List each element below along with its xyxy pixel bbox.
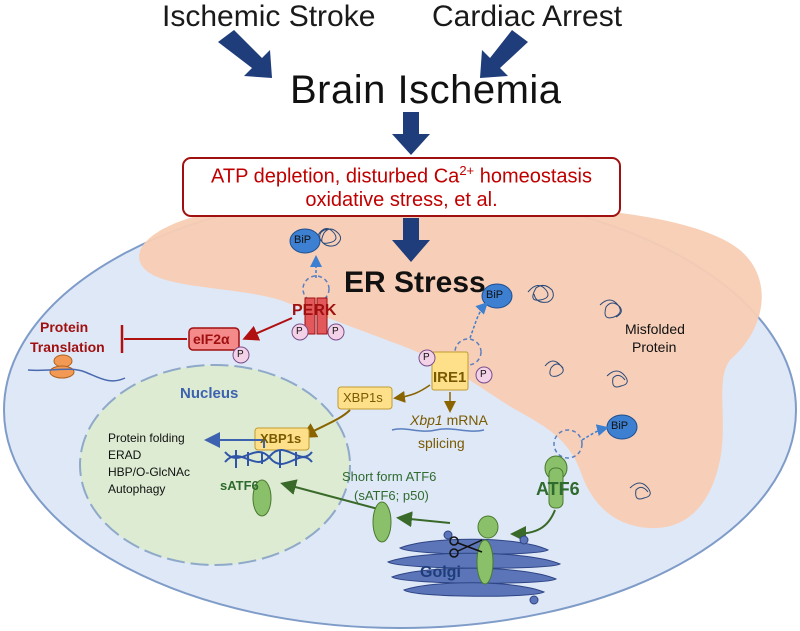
arrow-atf6-to-bip xyxy=(581,424,609,441)
arrow-ischemia-to-stress xyxy=(392,112,430,155)
er-stress-label: ER Stress xyxy=(344,266,486,299)
stress-line1-suffix: homeostasis xyxy=(474,165,592,188)
ribosome-top xyxy=(53,354,73,368)
ire1-label: IRE1 xyxy=(433,369,467,386)
atf6-label: ATF6 xyxy=(536,479,580,499)
ire1-p-left: P xyxy=(423,352,430,363)
misfolded-protein-icons xyxy=(317,228,651,500)
golgi-label: Golgi xyxy=(420,564,461,581)
target-autophagy: Autophagy xyxy=(108,482,166,496)
stress-line1-prefix: ATP depletion, disturbed Ca xyxy=(211,165,460,188)
mrna-strand xyxy=(27,368,126,382)
ire1-receptor xyxy=(431,351,469,391)
satf6-cytosol xyxy=(372,501,392,543)
bip-ire1 xyxy=(481,283,513,309)
bip-atf6-label: BiP xyxy=(611,420,629,432)
perk-label: PERK xyxy=(292,302,337,319)
main-title: Brain Ischemia xyxy=(290,68,562,112)
ire1-phospho-right xyxy=(475,366,493,384)
splicing-label: splicing xyxy=(418,435,465,451)
nucleus xyxy=(79,364,351,566)
stress-line1-sup: 2+ xyxy=(459,163,475,178)
eif2a-p: P xyxy=(237,349,244,360)
stress-box-line2: oxidative stress, et al. xyxy=(305,189,498,211)
arrow-ire1-to-bip xyxy=(469,301,489,339)
satf6-nuclear-label: sATF6 xyxy=(220,478,259,493)
perk-phospho-left xyxy=(291,323,309,341)
xbp1s-outer-box xyxy=(337,386,393,410)
atf6-receptor-body xyxy=(548,467,564,509)
misfolded-line2: Protein xyxy=(632,339,677,355)
ribosome-bottom xyxy=(49,365,75,379)
perk-dashed-circle xyxy=(302,275,330,303)
dna-helix xyxy=(224,449,313,468)
arrow-arrest-to-ischemia xyxy=(480,30,528,78)
short-form-line2: (sATF6; p50) xyxy=(354,488,429,503)
perk-phospho-right xyxy=(327,323,345,341)
short-form-line1: Short form ATF6 xyxy=(342,469,437,484)
arrow-satf6-into-nucleus xyxy=(280,479,379,510)
misfolded-line1: Misfolded xyxy=(625,321,685,337)
arrow-golgi-to-satf6 xyxy=(396,511,451,528)
arrow-ire1-to-xbp1s xyxy=(393,384,431,403)
perk-p-left: P xyxy=(296,326,303,337)
target-hbp: HBP/O-GlcNAc xyxy=(108,465,191,479)
atf6-dashed-circle xyxy=(553,429,583,459)
arrow-stroke-to-ischemia xyxy=(218,30,272,78)
eif2a-label: eIF2α xyxy=(193,331,230,347)
xbp1-italic: Xbp1 xyxy=(410,412,443,428)
ire1-phospho-left xyxy=(418,349,436,367)
protein-translation-line2: Translation xyxy=(30,339,105,355)
bip-perk xyxy=(289,228,321,254)
xbp1s-outer-label: XBP1s xyxy=(343,390,383,405)
cause-cardiac-arrest: Cardiac Arrest xyxy=(432,0,623,33)
atf6-golgi-body xyxy=(476,539,494,585)
xbp1s-nuclear-label: XBP1s xyxy=(260,431,302,446)
cause-ischemic-stroke: Ischemic Stroke xyxy=(162,0,376,33)
atf6-golgi-top xyxy=(477,515,499,539)
eif2a-box xyxy=(188,327,240,351)
ire1-p-right: P xyxy=(480,369,487,380)
protein-translation-line1: Protein xyxy=(40,319,89,335)
eif2a-phospho xyxy=(232,346,250,364)
arrow-perk-to-eif2a xyxy=(242,317,293,341)
arrow-stress-to-er xyxy=(392,218,430,262)
ire1-dashed-circle xyxy=(454,338,482,366)
arrow-xbp1s-to-targets xyxy=(204,432,265,448)
target-erad: ERAD xyxy=(108,448,142,462)
satf6-nuclear xyxy=(252,479,272,517)
xbp1-mrna-text: mRNA xyxy=(442,412,488,428)
nucleus-label: Nucleus xyxy=(180,385,239,402)
stress-factors-box xyxy=(182,157,621,217)
stress-box-line1: ATP depletion, disturbed Ca2+ homeostasi… xyxy=(183,164,620,187)
perk-p-right: P xyxy=(332,326,339,337)
bip-ire1-label: BiP xyxy=(486,289,504,301)
scissors-icon xyxy=(449,536,483,558)
arrow-atf6-to-golgi xyxy=(510,509,556,542)
perk-receptor-right xyxy=(316,297,328,335)
perk-receptor-left xyxy=(304,297,316,335)
xbp1-mrna-label: Xbp1 mRNA xyxy=(410,413,488,427)
bip-perk-label: BiP xyxy=(294,234,312,246)
xbp1-mrna-wave xyxy=(391,428,485,432)
target-protein-folding: Protein folding xyxy=(108,431,185,445)
golgi-apparatus xyxy=(386,530,561,605)
